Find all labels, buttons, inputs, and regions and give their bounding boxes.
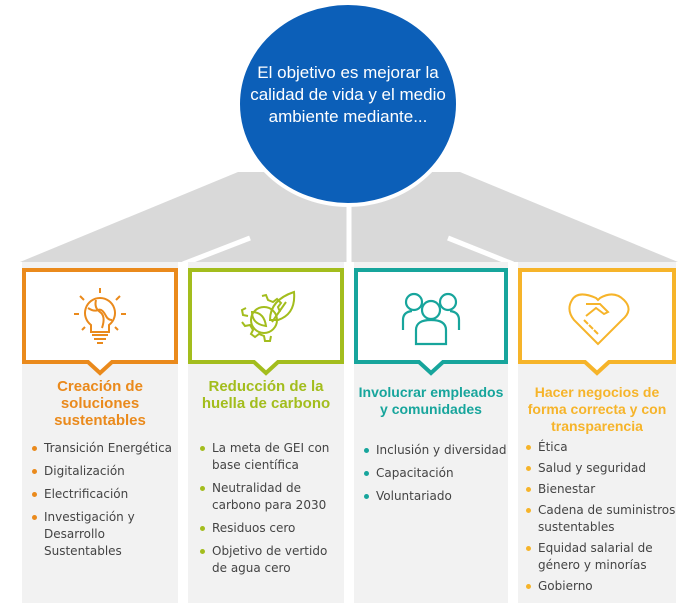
bullet-icon	[200, 549, 205, 554]
list-item: Neutralidad de carbono para 2030	[198, 480, 344, 514]
list-item: Transición Energética	[30, 440, 180, 457]
item-text: Capacitación	[376, 466, 454, 480]
list-item: Residuos cero	[198, 520, 344, 537]
bullet-icon	[526, 546, 531, 551]
list-item: Gobierno	[524, 578, 676, 595]
icon-box	[354, 268, 508, 376]
item-text: Gobierno	[538, 579, 593, 593]
list-item: La meta de GEI con base científica	[198, 440, 344, 474]
bullet-icon	[200, 446, 205, 451]
bullet-icon	[200, 486, 205, 491]
fan-divider	[447, 235, 514, 267]
item-text: Neutralidad de carbono para 2030	[212, 481, 327, 512]
bullet-icon	[526, 584, 531, 589]
icon-box	[22, 268, 178, 376]
list-item: Objetivo de vertido de agua cero	[198, 543, 344, 577]
list-item: Voluntariado	[362, 488, 508, 505]
list-item: Ética	[524, 439, 676, 456]
list-item: Electrificación	[30, 486, 180, 503]
pillar-title: Hacer negocios de forma correcta y con t…	[527, 384, 667, 434]
item-text: Transición Energética	[44, 441, 173, 455]
icon-box	[518, 268, 676, 376]
list-item: Cadena de suministros sustentables	[524, 502, 676, 536]
item-text: Residuos cero	[212, 521, 296, 535]
bullet-icon	[32, 446, 37, 451]
bullet-icon	[32, 469, 37, 474]
bullet-icon	[526, 508, 531, 513]
list-item: Digitalización	[30, 463, 180, 480]
pillar-title: Involucrar empleados y comunidades	[358, 384, 504, 417]
item-text: Digitalización	[44, 464, 125, 478]
list-item: Investigación y Desarrollo Sustentables	[30, 509, 180, 560]
item-text: Inclusión y diversidad	[376, 443, 507, 457]
list-item: Equidad salarial de género y minorías	[524, 540, 676, 574]
item-text: Equidad salarial de género y minorías	[538, 541, 653, 572]
pillar-list: La meta de GEI con base científica Neutr…	[198, 440, 344, 583]
bullet-icon	[364, 471, 369, 476]
pillar-title: Creación de soluciones sustentables	[54, 378, 146, 429]
objective-circle	[236, 1, 460, 207]
item-text: La meta de GEI con base científica	[212, 441, 330, 472]
bullet-icon	[200, 526, 205, 531]
pillar-list: Inclusión y diversidad Capacitación Volu…	[362, 442, 508, 511]
pillar-list: Ética Salud y seguridad Bienestar Cadena…	[524, 439, 676, 599]
item-text: Electrificación	[44, 487, 129, 501]
list-item: Inclusión y diversidad	[362, 442, 508, 459]
fan-divider	[182, 235, 251, 267]
bullet-icon	[526, 445, 531, 450]
objective-text: El objetivo es mejorar la calidad de vid…	[250, 63, 446, 126]
pillar-title: Reducción de la huella de carbono	[201, 378, 331, 412]
list-item: Bienestar	[524, 481, 676, 498]
item-text: Investigación y Desarrollo Sustentables	[44, 510, 135, 558]
item-text: Ética	[538, 440, 568, 454]
bullet-icon	[526, 487, 531, 492]
bullet-icon	[32, 515, 37, 520]
item-text: Bienestar	[538, 482, 596, 496]
list-item: Salud y seguridad	[524, 460, 676, 477]
pillar-list: Transición Energética Digitalización Ele…	[30, 440, 180, 566]
gear-leaf-icon	[240, 290, 296, 342]
handshake-heart-icon	[568, 293, 630, 346]
list-item: Capacitación	[362, 465, 508, 482]
item-text: Objetivo de vertido de agua cero	[212, 544, 328, 575]
bullet-icon	[32, 492, 37, 497]
item-text: Salud y seguridad	[538, 461, 646, 475]
bullet-icon	[526, 466, 531, 471]
people-group-icon	[401, 292, 461, 346]
bullet-icon	[364, 494, 369, 499]
bullet-icon	[364, 448, 369, 453]
lightbulb-puzzle-icon	[74, 288, 126, 344]
item-text: Voluntariado	[376, 489, 452, 503]
item-text: Cadena de suministros sustentables	[538, 503, 676, 534]
